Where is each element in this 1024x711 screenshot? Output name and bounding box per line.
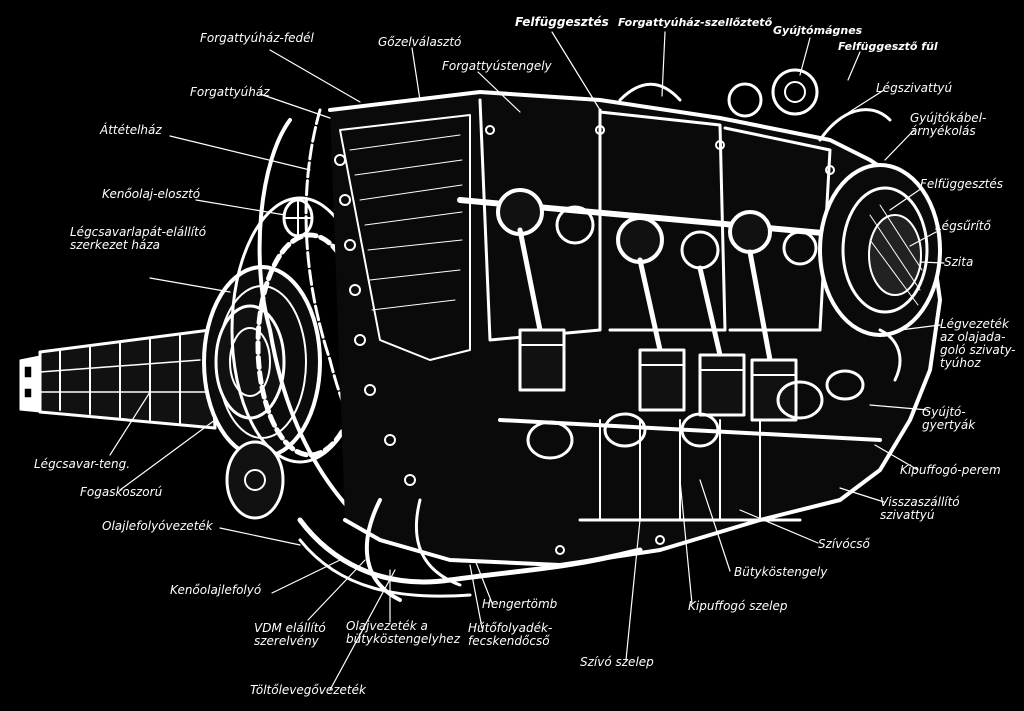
label-gyujtomagnes: Gyújtómágnes: [773, 24, 863, 37]
bolts: [334, 125, 835, 555]
label-visszaszallito: Visszaszállító szivattyú: [880, 495, 960, 522]
label-legcsavarlapat: Légcsavarlapát-eláll​ító szerkezet háza: [70, 225, 207, 252]
label-vdm: VDM eláll​ító szerelvény: [254, 621, 326, 648]
label-szivocso: Szívócső: [818, 537, 870, 551]
label-legszivattyu: Légszivattyú: [876, 81, 953, 95]
label-szita: Szita: [944, 255, 974, 269]
label-forgattyuhaz: Forgattyúház: [190, 85, 270, 99]
label-legvezetek: Légvezeték az olajada- goló szivaty- tyú…: [940, 317, 1016, 370]
label-gyujtokabel: Gyújtókábel- árnyékolás: [910, 111, 987, 138]
label-olajvezetek: Olajvezeték a bütyköstengelyhez: [346, 619, 460, 646]
label-olajlefolyo: Olajlefolyóvezeték: [102, 519, 213, 533]
pipes: [297, 82, 902, 602]
engine-illustration: [19, 31, 945, 691]
label-szivo-szelep: Szívó szelep: [580, 655, 654, 669]
front-housing: [225, 108, 402, 522]
label-toltolevego: Töltőlevegővezeték: [250, 683, 366, 697]
label-kenoolajlefolyo: Kenőolajlefolyó: [170, 583, 262, 597]
pistons: [517, 227, 798, 422]
label-felfuggeszto-ful: Felfüggesztő fül: [838, 40, 938, 53]
valve-gear: [498, 369, 882, 522]
label-hengertomb: Hengertömb: [482, 597, 558, 611]
engine-block: [328, 90, 942, 567]
label-legcsavar-teng: Légcsavar-teng.: [34, 457, 131, 471]
label-hutofolyadek: Hűtőfolyadék- fecskendőcső: [468, 621, 553, 648]
leader-lines: [109, 31, 945, 691]
label-kipuffogo-perem: Kipuffogó-perem: [900, 463, 1001, 477]
supercharger: [727, 68, 942, 337]
label-felfuggesztes-right: Felfüggesztés: [920, 177, 1003, 191]
label-forgattyuhaz-szellozteto: Forgattyúház-szellőztető: [618, 16, 773, 29]
label-fogaskoszoru: Fogaskoszorú: [80, 485, 163, 499]
label-forgattyustengely: Forgattyústengely: [442, 59, 552, 73]
label-kenoolaj-eloszto: Kenőolaj-elosztó: [102, 187, 201, 201]
label-butykostengely: Bütyköstengely: [734, 565, 828, 579]
label-legsurito: Légsűrítő: [935, 219, 991, 233]
label-felfuggesztes-top: Felfüggesztés: [515, 15, 609, 29]
label-gyujtogyertyak: Gyújtó- gyertyák: [922, 405, 976, 432]
propeller-shaft: [19, 328, 217, 430]
label-forgattyuhaz-fedel: Forgattyúház-fedél: [200, 31, 314, 45]
label-gozelvalaszto: Gőzelválasztó: [378, 35, 462, 49]
label-attetelhaz: Áttételház: [100, 123, 162, 137]
label-kipuffogo-szelep: Kipuffogó szelep: [688, 599, 788, 613]
